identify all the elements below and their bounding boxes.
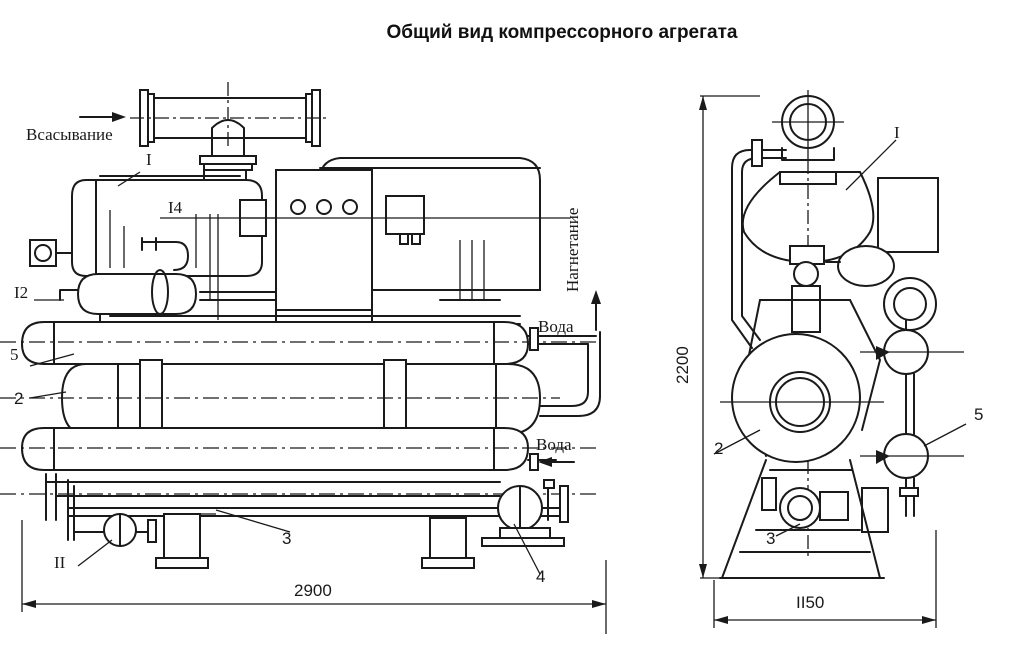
ref-label-11: II [54, 553, 66, 572]
front-ref-label-1: I [894, 123, 900, 142]
front-compressor [741, 160, 939, 560]
ref-label-2: 2 [14, 389, 23, 408]
water-outlet-pipe [527, 327, 601, 417]
front-ref-label-2: 2 [714, 439, 723, 458]
front-ref-label-5: 5 [974, 405, 983, 424]
front-condensers [860, 277, 964, 517]
ref-label-3: 3 [282, 529, 291, 548]
front-base [719, 459, 889, 579]
control-panel [160, 169, 570, 325]
discharge-arrow [591, 290, 601, 331]
length-value: 2900 [294, 581, 332, 600]
front-evaporator [720, 333, 884, 463]
page-title: Общий вид компрессорного агрегата [386, 22, 738, 43]
supports [155, 513, 475, 569]
water-out-label: Вода [538, 317, 574, 336]
filter-valve [103, 513, 157, 547]
oil-cooler [0, 473, 600, 541]
lower-condenser [0, 427, 600, 471]
upper-condenser [0, 321, 600, 365]
side-leaders [29, 171, 541, 575]
water-in-label: Вода [536, 435, 572, 454]
front-leaders [713, 139, 967, 537]
discharge-label: Нагнетание [563, 208, 582, 292]
front-view: 2200 [673, 90, 983, 628]
ref-label-12: I2 [14, 283, 28, 302]
height-value: 2200 [673, 346, 692, 384]
suction-pipe [130, 82, 330, 171]
compressor-body [71, 169, 300, 320]
main-evaporator [0, 359, 560, 439]
electric-motor [319, 157, 541, 301]
height-dimension [699, 95, 760, 579]
front-coupling [789, 245, 895, 333]
oil-separator [59, 269, 198, 315]
width-value: II50 [796, 593, 824, 612]
side-view: Всасывание [0, 82, 607, 634]
ref-label-5: 5 [10, 345, 19, 364]
ref-label-1: I [146, 150, 152, 169]
suction-arrow [79, 112, 126, 122]
ref-label-4: 4 [536, 567, 545, 586]
width-dimension [713, 530, 937, 628]
front-suction-flange [731, 90, 844, 349]
front-ref-label-3: 3 [766, 529, 775, 548]
water-in-arrow [538, 457, 575, 467]
pressure-gauge-icon [29, 239, 73, 267]
ref-label-14: I4 [168, 198, 183, 217]
length-dimension [21, 520, 607, 634]
oil-pump [481, 479, 569, 547]
suction-label: Всасывание [26, 125, 113, 144]
